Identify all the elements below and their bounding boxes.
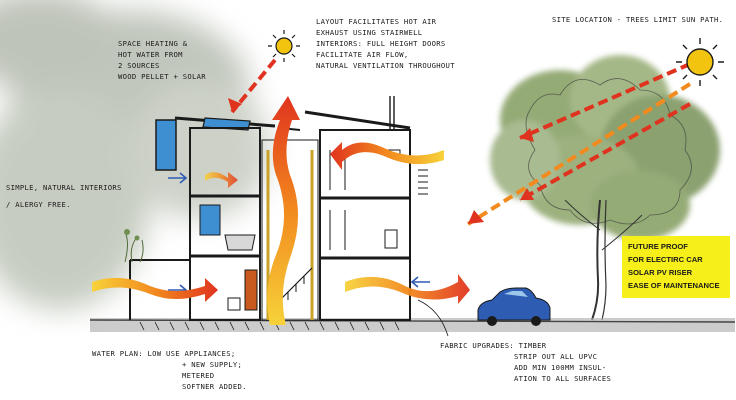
annotation-space-heating: Space heating & hot water from 2 sources… [118,38,206,82]
annotation-water-plan: Water plan: low use appliances; + new su… [92,348,247,392]
future-proof-callout: FUTURE PROOF FOR ELECTIRC CAR SOLAR PV R… [622,236,730,298]
annotation-line: Layout facilitates hot air [316,17,437,26]
annotation-line: exhaust using stairwell [316,28,423,37]
sun-icon [268,30,300,62]
warm-air-flows [92,96,470,325]
annotation-layout: Layout facilitates hot air exhaust using… [316,16,455,71]
annotation-interiors: Simple, natural interiors / Alergy free. [6,182,122,210]
annotation-line: add min 100mm insul- [514,363,607,372]
annotation-line: Site location - trees limit sun path. [552,15,724,24]
solar-ray-arrowheads [228,98,534,224]
annotation-line: Wood pellet + solar [118,72,206,81]
car-icon [477,287,551,326]
annotation-line: natural ventilation throughout [316,61,455,70]
callout-line: SOLAR PV RISER [628,268,693,277]
annotation-line: Fabric upgrades: timber [440,341,547,350]
annotation-line: interiors: full height doors [316,39,446,48]
callout-line: EASE OF MAINTENANCE [628,281,720,290]
annotation-line: hot water from [118,50,183,59]
annotation-line: ation to all surfaces [514,374,612,383]
annotation-line: strip out all upvc [514,352,598,361]
annotation-fabric-upgrades: Fabric upgrades: timber strip out all up… [440,340,611,384]
annotation-line: 2 sources [118,61,160,70]
tree-icon [490,55,720,321]
solar-ray-arrows [230,58,692,226]
callout-line: FUTURE PROOF [628,242,688,251]
annotation-line: softner added. [182,382,247,391]
callout-line: FOR ELECTIRC CAR [628,255,703,264]
annotation-line: Space heating & [118,39,188,48]
annotation-line: metered [182,371,215,380]
annotation-line: Water plan: low use appliances; [92,349,236,358]
annotation-site-location: Site location - trees limit sun path. [552,14,723,25]
fabric-leader-line [417,299,449,337]
background-tree-blur [0,0,270,310]
annotation-line: + new supply; [182,360,243,369]
annotation-line: facilitate air flow, [316,50,409,59]
sun-icon [676,38,724,86]
annotation-line: / Alergy free. [6,200,71,209]
annotation-line: Simple, natural interiors [6,183,122,192]
